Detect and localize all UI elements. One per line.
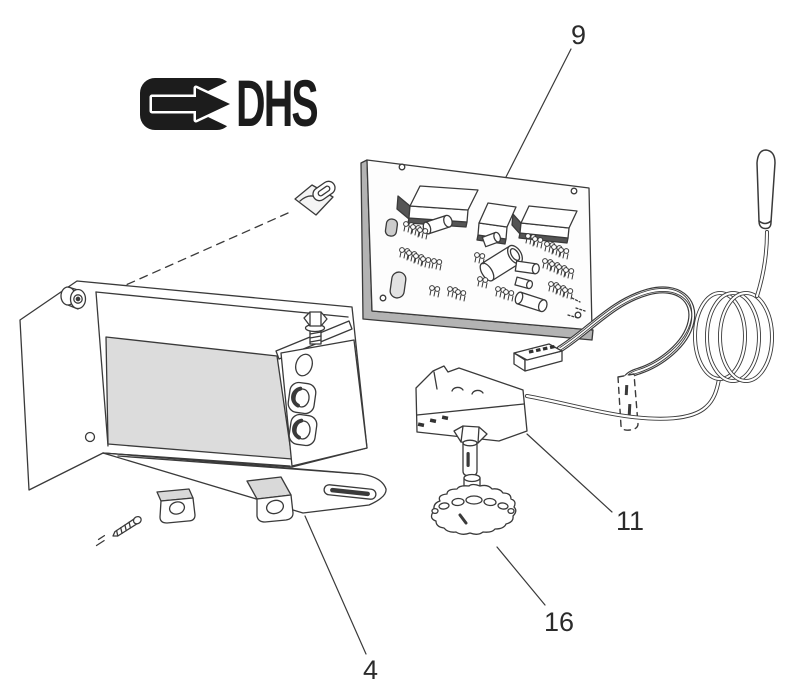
sensor-bulb [756,149,776,230]
capacitor-cylinders [422,214,548,313]
connector-pins [528,344,555,354]
relay-box-right [511,205,578,244]
thermostat [415,365,528,477]
leader-line-4 [304,515,367,655]
grommet-1 [287,381,317,415]
self-tapping-screw [95,515,142,547]
circuit-board [360,159,594,341]
fixing-clip [91,180,336,301]
board-face [366,159,593,331]
flange-slot [323,484,377,500]
enclosure-back-panel [105,336,293,460]
logo-text: DHS [236,66,317,141]
knob-dimples [431,495,515,515]
capillary-coil [693,291,774,383]
board-corner-holes [379,163,582,319]
relay-box-large [396,185,479,228]
callout-label-9: 9 [571,20,586,50]
grommet-2 [288,413,318,447]
component-pad [384,218,399,237]
callouts: 9 11 16 4 [304,20,644,685]
shaft-slot [466,452,470,467]
mounting-bracket-2 [246,476,294,523]
board-silkscreen-marks [567,297,586,319]
thermostat-terminals [417,415,449,428]
leader-line-16 [496,546,546,606]
enclosure-box [19,280,387,547]
control-knob [430,473,517,535]
wire-sleeve [617,373,639,431]
capillary-sensor [525,149,776,421]
dhs-logo: DHS [140,66,319,141]
leader-line-11 [526,433,613,513]
corner-bushing [60,286,87,310]
callout-label-16: 16 [544,607,574,637]
capillary-tube [525,377,721,421]
thermostat-shaft [462,442,478,477]
callout-label-4: 4 [363,655,378,685]
assembly-dashed-line [91,212,289,301]
component-pad [389,271,407,299]
mounting-flange [102,452,387,514]
wire-bundle [556,286,696,384]
plug-connector [513,343,563,372]
leader-line-9 [505,48,572,178]
cable-entry-hole [295,353,313,377]
panel-hole [84,431,96,443]
logo-arrow-icon [149,85,233,123]
knob-body [430,483,517,535]
knob-index-mark [458,513,468,525]
terminal-bolt [303,311,328,345]
wiring-harness [513,286,696,431]
callout-label-11: 11 [616,506,644,536]
mounting-bracket-1 [156,488,196,524]
